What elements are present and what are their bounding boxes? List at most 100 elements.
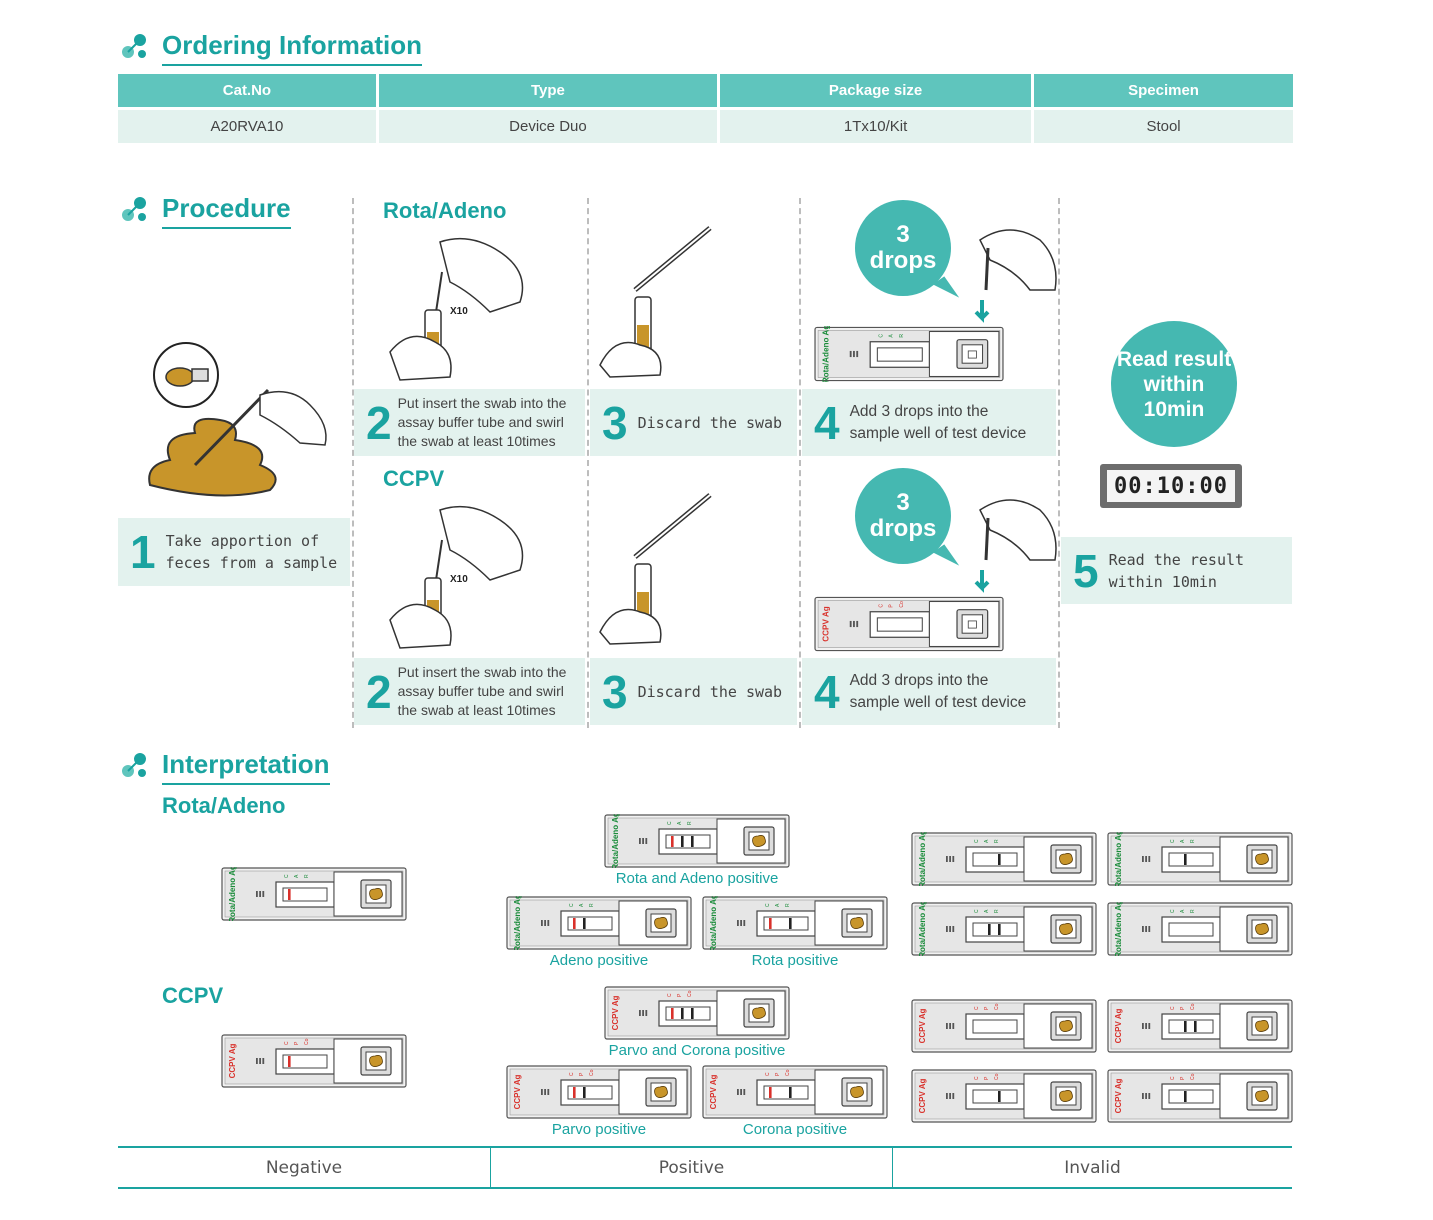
drops-count: 3 — [896, 489, 910, 516]
window-letter: Co — [304, 1038, 310, 1045]
window-letter: C — [1170, 1076, 1176, 1080]
window-letter: C — [765, 903, 771, 907]
test-line — [1184, 1091, 1187, 1102]
interpretation-section: Interpretation — [122, 749, 330, 785]
swab-swirl-illustration: X10 — [389, 505, 524, 649]
step-text: Discard the swab — [637, 413, 783, 432]
sample-drop — [1255, 853, 1269, 865]
divider — [587, 198, 589, 728]
molecule-icon — [122, 197, 146, 221]
invalid-device-ccpv: CCPV AgCPCoS — [1107, 1069, 1293, 1123]
ordering-header-row: Cat.No Type Package size Specimen — [118, 74, 1293, 107]
caption-parvo-corona-positive: Parvo and Corona positive — [608, 1042, 786, 1059]
window-letter: C — [569, 903, 575, 907]
caption-adeno-positive: Adeno positive — [549, 952, 649, 969]
test-line — [769, 1087, 772, 1098]
step-number: 3 — [602, 396, 628, 449]
window-letter: P — [889, 604, 895, 608]
step-3-rota: 3 Discard the swab — [590, 389, 797, 456]
window-letter: A — [984, 839, 990, 843]
window-letter: P — [294, 1041, 300, 1045]
window-letter: P — [579, 1072, 585, 1076]
caption-parvo-positive: Parvo positive — [551, 1121, 647, 1138]
procedure-ccpv-title: CCPV — [383, 466, 445, 491]
window-letter: P — [677, 993, 683, 997]
sample-drop — [1255, 1090, 1269, 1102]
x10-label: X10 — [450, 574, 468, 585]
dropper-hand-illustration — [974, 229, 1057, 323]
sample-drop — [1059, 1020, 1073, 1032]
positive-device-parvo: CCPV AgCPCoS — [506, 1065, 692, 1119]
procedure-device-ccpv: CCPV AgCPCoS — [814, 596, 1004, 652]
window-letter: R — [994, 909, 1000, 913]
category-positive: Positive — [491, 1148, 893, 1187]
window-letter: C — [1170, 839, 1176, 843]
window-letter: Co — [785, 1069, 791, 1076]
negative-device-rota: Rota/Adeno AgCARS — [221, 867, 407, 921]
device-label: Rota/Adeno Ag — [918, 902, 927, 956]
device-label: Rota/Adeno Ag — [918, 832, 927, 886]
three-drops-bubble: 3 drops — [855, 200, 951, 296]
window-letter: A — [984, 909, 990, 913]
feces-sampling-illustration — [148, 342, 327, 497]
read-result-circle: Read result within 10min — [1111, 321, 1237, 447]
divider — [352, 198, 354, 728]
device-label: Rota/Adeno Ag — [1114, 902, 1123, 956]
device-label: CCPV Ag — [918, 1078, 927, 1113]
drops-count: 3 — [896, 221, 910, 248]
step-2-rota: 2 Put insert the swab into the assay buf… — [354, 389, 585, 456]
step-number: 4 — [814, 396, 840, 449]
step-3-ccpv: 3 Discard the swab — [590, 658, 797, 725]
window-letter: C — [974, 839, 980, 843]
test-line — [573, 1087, 576, 1098]
dropper-hand-illustration — [974, 499, 1057, 593]
category-invalid: Invalid — [1064, 1157, 1121, 1178]
positive-device-adeno: Rota/Adeno AgCARS — [506, 896, 692, 950]
negative-device-ccpv: CCPV AgCPCoS — [221, 1034, 407, 1088]
test-line — [583, 918, 586, 929]
step-text: Read the result within 10min — [1108, 550, 1245, 591]
positive-device-rota-adeno: Rota/Adeno AgCARS — [604, 814, 790, 868]
test-line — [288, 1056, 291, 1067]
read-circle-line: within — [1143, 372, 1205, 396]
step-number: 1 — [130, 526, 156, 578]
invalid-device-ccpv: CCPV AgCPCoS — [1107, 999, 1293, 1053]
test-line — [691, 1008, 694, 1019]
device-label: CCPV Ag — [1114, 1008, 1123, 1043]
step-text: Put insert the swab into the assay buffe… — [397, 395, 567, 449]
interpretation-title-text: Interpretation — [162, 749, 330, 779]
invalid-device-rota: Rota/Adeno AgCARS — [1107, 902, 1293, 956]
caption-rota-positive: Rota positive — [751, 952, 839, 969]
interpretation-title: Interpretation — [122, 749, 330, 785]
window-letter: P — [1180, 1006, 1186, 1010]
step-4-rota: 4 Add 3 drops into the sample well of te… — [802, 389, 1056, 456]
window-letter: Co — [899, 601, 905, 608]
window-letter: C — [284, 874, 290, 878]
ordering-section: Ordering Information — [122, 30, 422, 66]
ordering-title: Ordering Information — [122, 30, 422, 66]
test-line — [288, 889, 291, 900]
cell-package-size: 1Tx10/Kit — [720, 107, 1032, 143]
step-text: Discard the swab — [637, 682, 783, 701]
window-letter: A — [294, 874, 300, 878]
device-label: Rota/Adeno Ag — [611, 814, 620, 868]
device-label: CCPV Ag — [918, 1008, 927, 1043]
x10-label: X10 — [450, 306, 468, 317]
three-drops-bubble: 3 drops — [855, 468, 951, 564]
window-letter: A — [677, 821, 683, 825]
step-text: Put insert the swab into the assay buffe… — [397, 664, 567, 718]
step-number: 4 — [814, 665, 840, 718]
test-line — [681, 1008, 684, 1019]
window-letter: Co — [687, 990, 693, 997]
procedure-title-text: Procedure — [162, 193, 291, 223]
category-negative: Negative — [118, 1148, 491, 1187]
ordering-title-text: Ordering Information — [162, 30, 422, 60]
molecule-icon — [122, 34, 146, 58]
procedure-section: Procedure — [122, 193, 291, 229]
molecule-icon — [122, 753, 146, 777]
sample-drop — [1059, 1090, 1073, 1102]
device-label: CCPV Ag — [709, 1074, 718, 1109]
cell-cat-no: A20RVA10 — [118, 107, 376, 143]
window-letter: P — [984, 1076, 990, 1080]
window-letter: R — [687, 821, 693, 825]
